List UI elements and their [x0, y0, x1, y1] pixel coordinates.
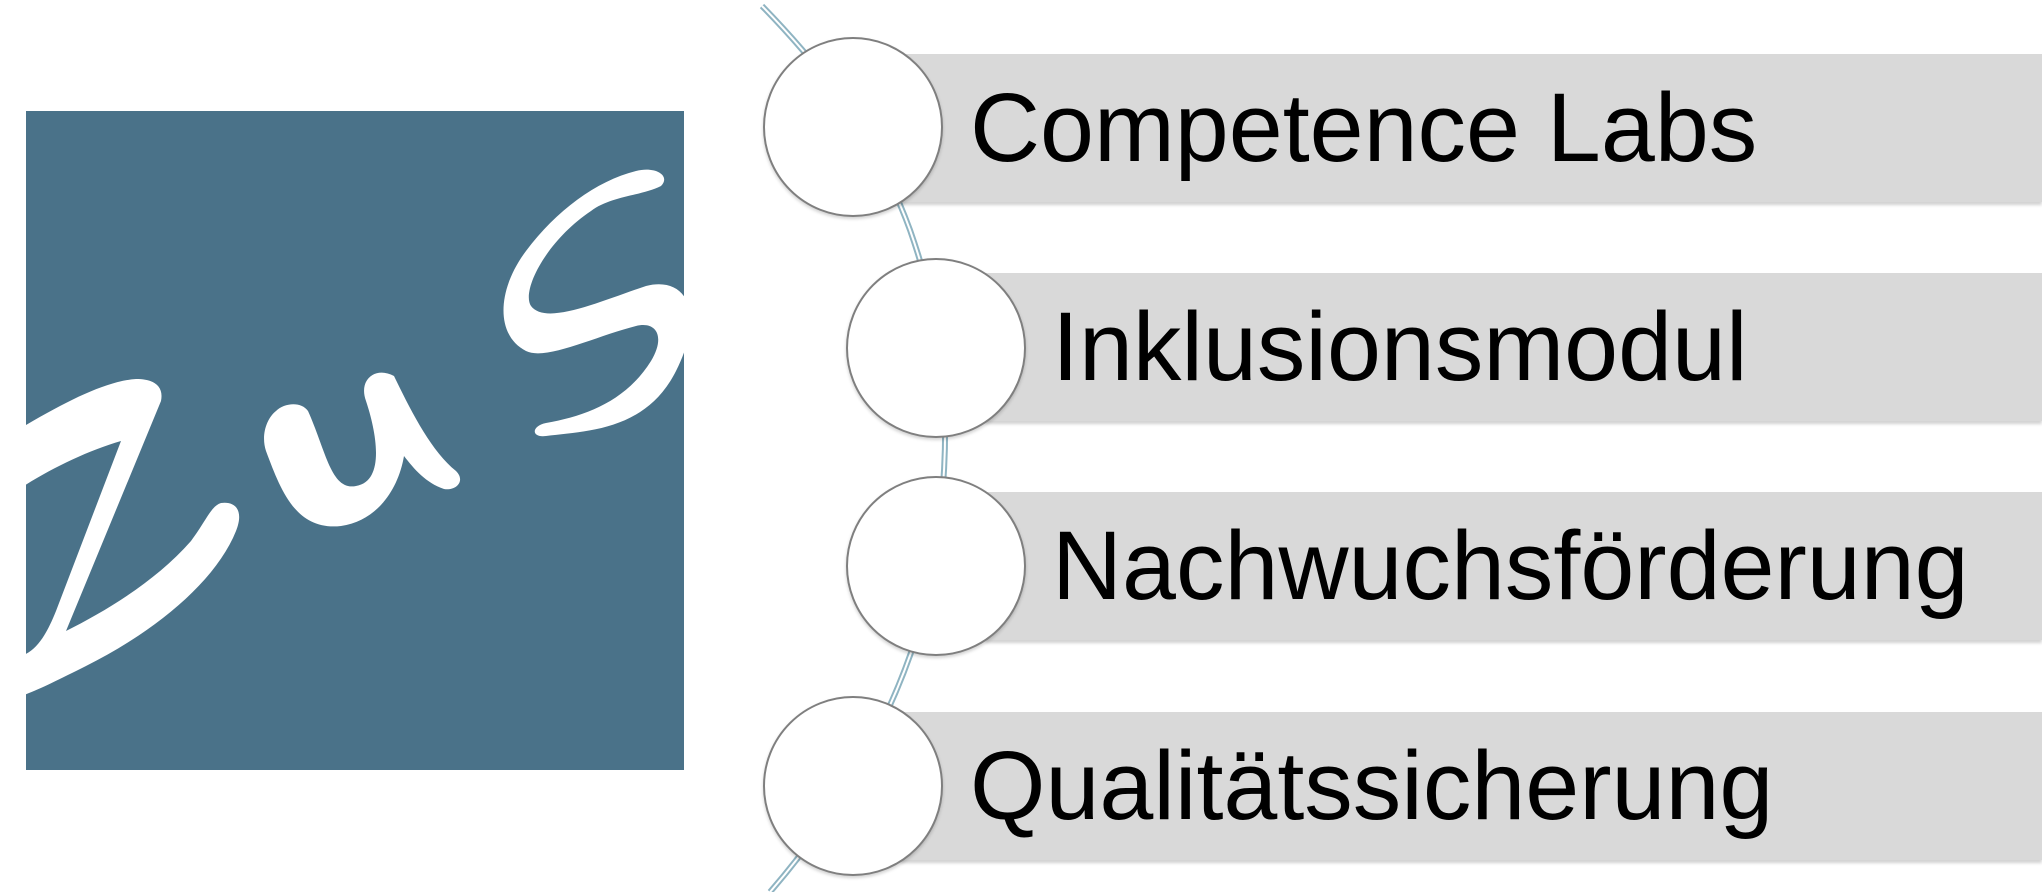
item-bar-qualitaetssicherung — [900, 712, 2042, 860]
item-node-qualitaetssicherung — [763, 696, 943, 876]
item-node-competence-labs — [763, 37, 943, 217]
item-bar-competence-labs — [900, 54, 2042, 202]
logo-letter-u — [264, 372, 461, 527]
item-node-inklusionsmodul — [846, 258, 1026, 438]
item-label-inklusionsmodul: Inklusionsmodul — [1052, 292, 1748, 401]
item-label-competence-labs: Competence Labs — [970, 73, 1758, 182]
logo-letter-z — [26, 379, 240, 695]
item-node-nachwuchsfoerderung — [846, 476, 1026, 656]
item-bar-inklusionsmodul — [985, 273, 2042, 421]
item-label-qualitaetssicherung: Qualitätssicherung — [970, 731, 1774, 840]
item-bar-nachwuchsfoerderung — [985, 492, 2042, 640]
zus-logo — [26, 111, 684, 770]
zus-logo-graphic — [26, 111, 684, 770]
item-label-nachwuchsfoerderung: Nachwuchsförderung — [1052, 511, 1969, 620]
logo-letter-s — [503, 169, 684, 437]
